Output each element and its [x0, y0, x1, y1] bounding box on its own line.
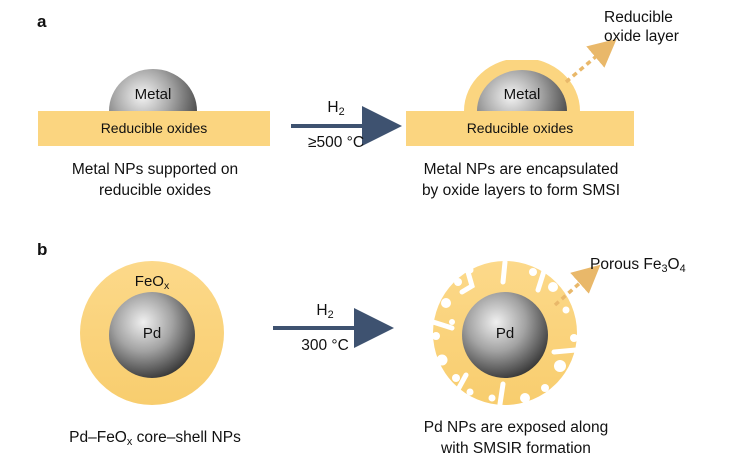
gas-label-b: H2 — [273, 302, 377, 320]
gas-label-a: H2 — [286, 99, 386, 117]
caption-b-right-line2: with SMSIR formation — [441, 440, 591, 457]
oxide-layer-label-line1: Reducible — [604, 9, 673, 26]
panel-a-left-illustration — [38, 69, 270, 146]
panel-b-right-illustration — [430, 259, 601, 407]
feox-text: FeO — [134, 273, 164, 290]
exposed-pd-core — [462, 292, 548, 378]
encapsulated-metal — [477, 70, 567, 111]
caption-a-left-line2: reducible oxides — [98, 182, 211, 199]
caption-a-left: Metal NPs supported on reducible oxides — [20, 159, 290, 201]
oxide-layer-label: Reducible oxide layer — [604, 8, 704, 46]
caption-b-right: Pd NPs are exposed along with SMSIR form… — [385, 417, 647, 459]
panel-a-right-illustration — [406, 38, 634, 146]
panel-b-left-illustration — [80, 261, 224, 405]
panel-label-b: b — [37, 240, 48, 259]
panel-label-a: a — [37, 12, 47, 31]
metal-label-right: Metal — [503, 86, 541, 103]
oxide-label-left: Reducible oxides — [100, 120, 208, 136]
feox-label: FeOx — [112, 273, 192, 292]
metal-hemisphere — [109, 69, 197, 111]
oxide-layer-label-line2: oxide layer — [604, 28, 679, 45]
gas-subscript-a: 2 — [338, 106, 345, 118]
pore-channels — [430, 259, 579, 407]
gas-subscript-b: 2 — [327, 309, 334, 321]
oxide-layer-pointer — [564, 38, 617, 84]
caption-b-left-pre: Pd–FeO — [69, 429, 127, 446]
temperature-label-a: ≥500 °C — [307, 134, 365, 151]
caption-a-right-line2: by oxide layers to form SMSI — [421, 182, 621, 199]
caption-b-left-sub: x — [126, 436, 133, 448]
reducible-oxide-support — [38, 111, 270, 146]
caption-b-right-line1: Pd NPs are exposed along — [423, 419, 609, 436]
oxide-label-right: Reducible oxides — [466, 120, 574, 136]
caption-a-right: Metal NPs are encapsulated by oxide laye… — [390, 159, 652, 201]
reducible-oxide-support-right — [406, 111, 634, 146]
gas-symbol-a: H — [327, 99, 339, 116]
caption-a-left-line1: Metal NPs supported on — [71, 161, 239, 178]
porous-shell-pointer — [553, 264, 601, 307]
caption-b-left: Pd–FeOx core–shell NPs — [20, 427, 290, 448]
porous-label-pre: Porous Fe — [590, 256, 662, 273]
temperature-label-b: 300 °C — [301, 337, 349, 354]
gas-symbol-b: H — [316, 302, 328, 319]
metal-label-left: Metal — [134, 86, 172, 103]
porous-label-sub2: 4 — [679, 263, 686, 275]
pd-label-right: Pd — [495, 325, 515, 342]
porous-label-sub1: 3 — [661, 263, 668, 275]
caption-a-right-line1: Metal NPs are encapsulated — [423, 161, 619, 178]
feox-subscript: x — [163, 280, 170, 292]
porous-fe3o4-label: Porous Fe3O4 — [590, 254, 720, 275]
pd-core — [109, 292, 195, 378]
pd-label-left: Pd — [142, 325, 162, 342]
porous-label-mid: O — [667, 256, 680, 273]
caption-b-left-post: core–shell NPs — [132, 429, 241, 446]
